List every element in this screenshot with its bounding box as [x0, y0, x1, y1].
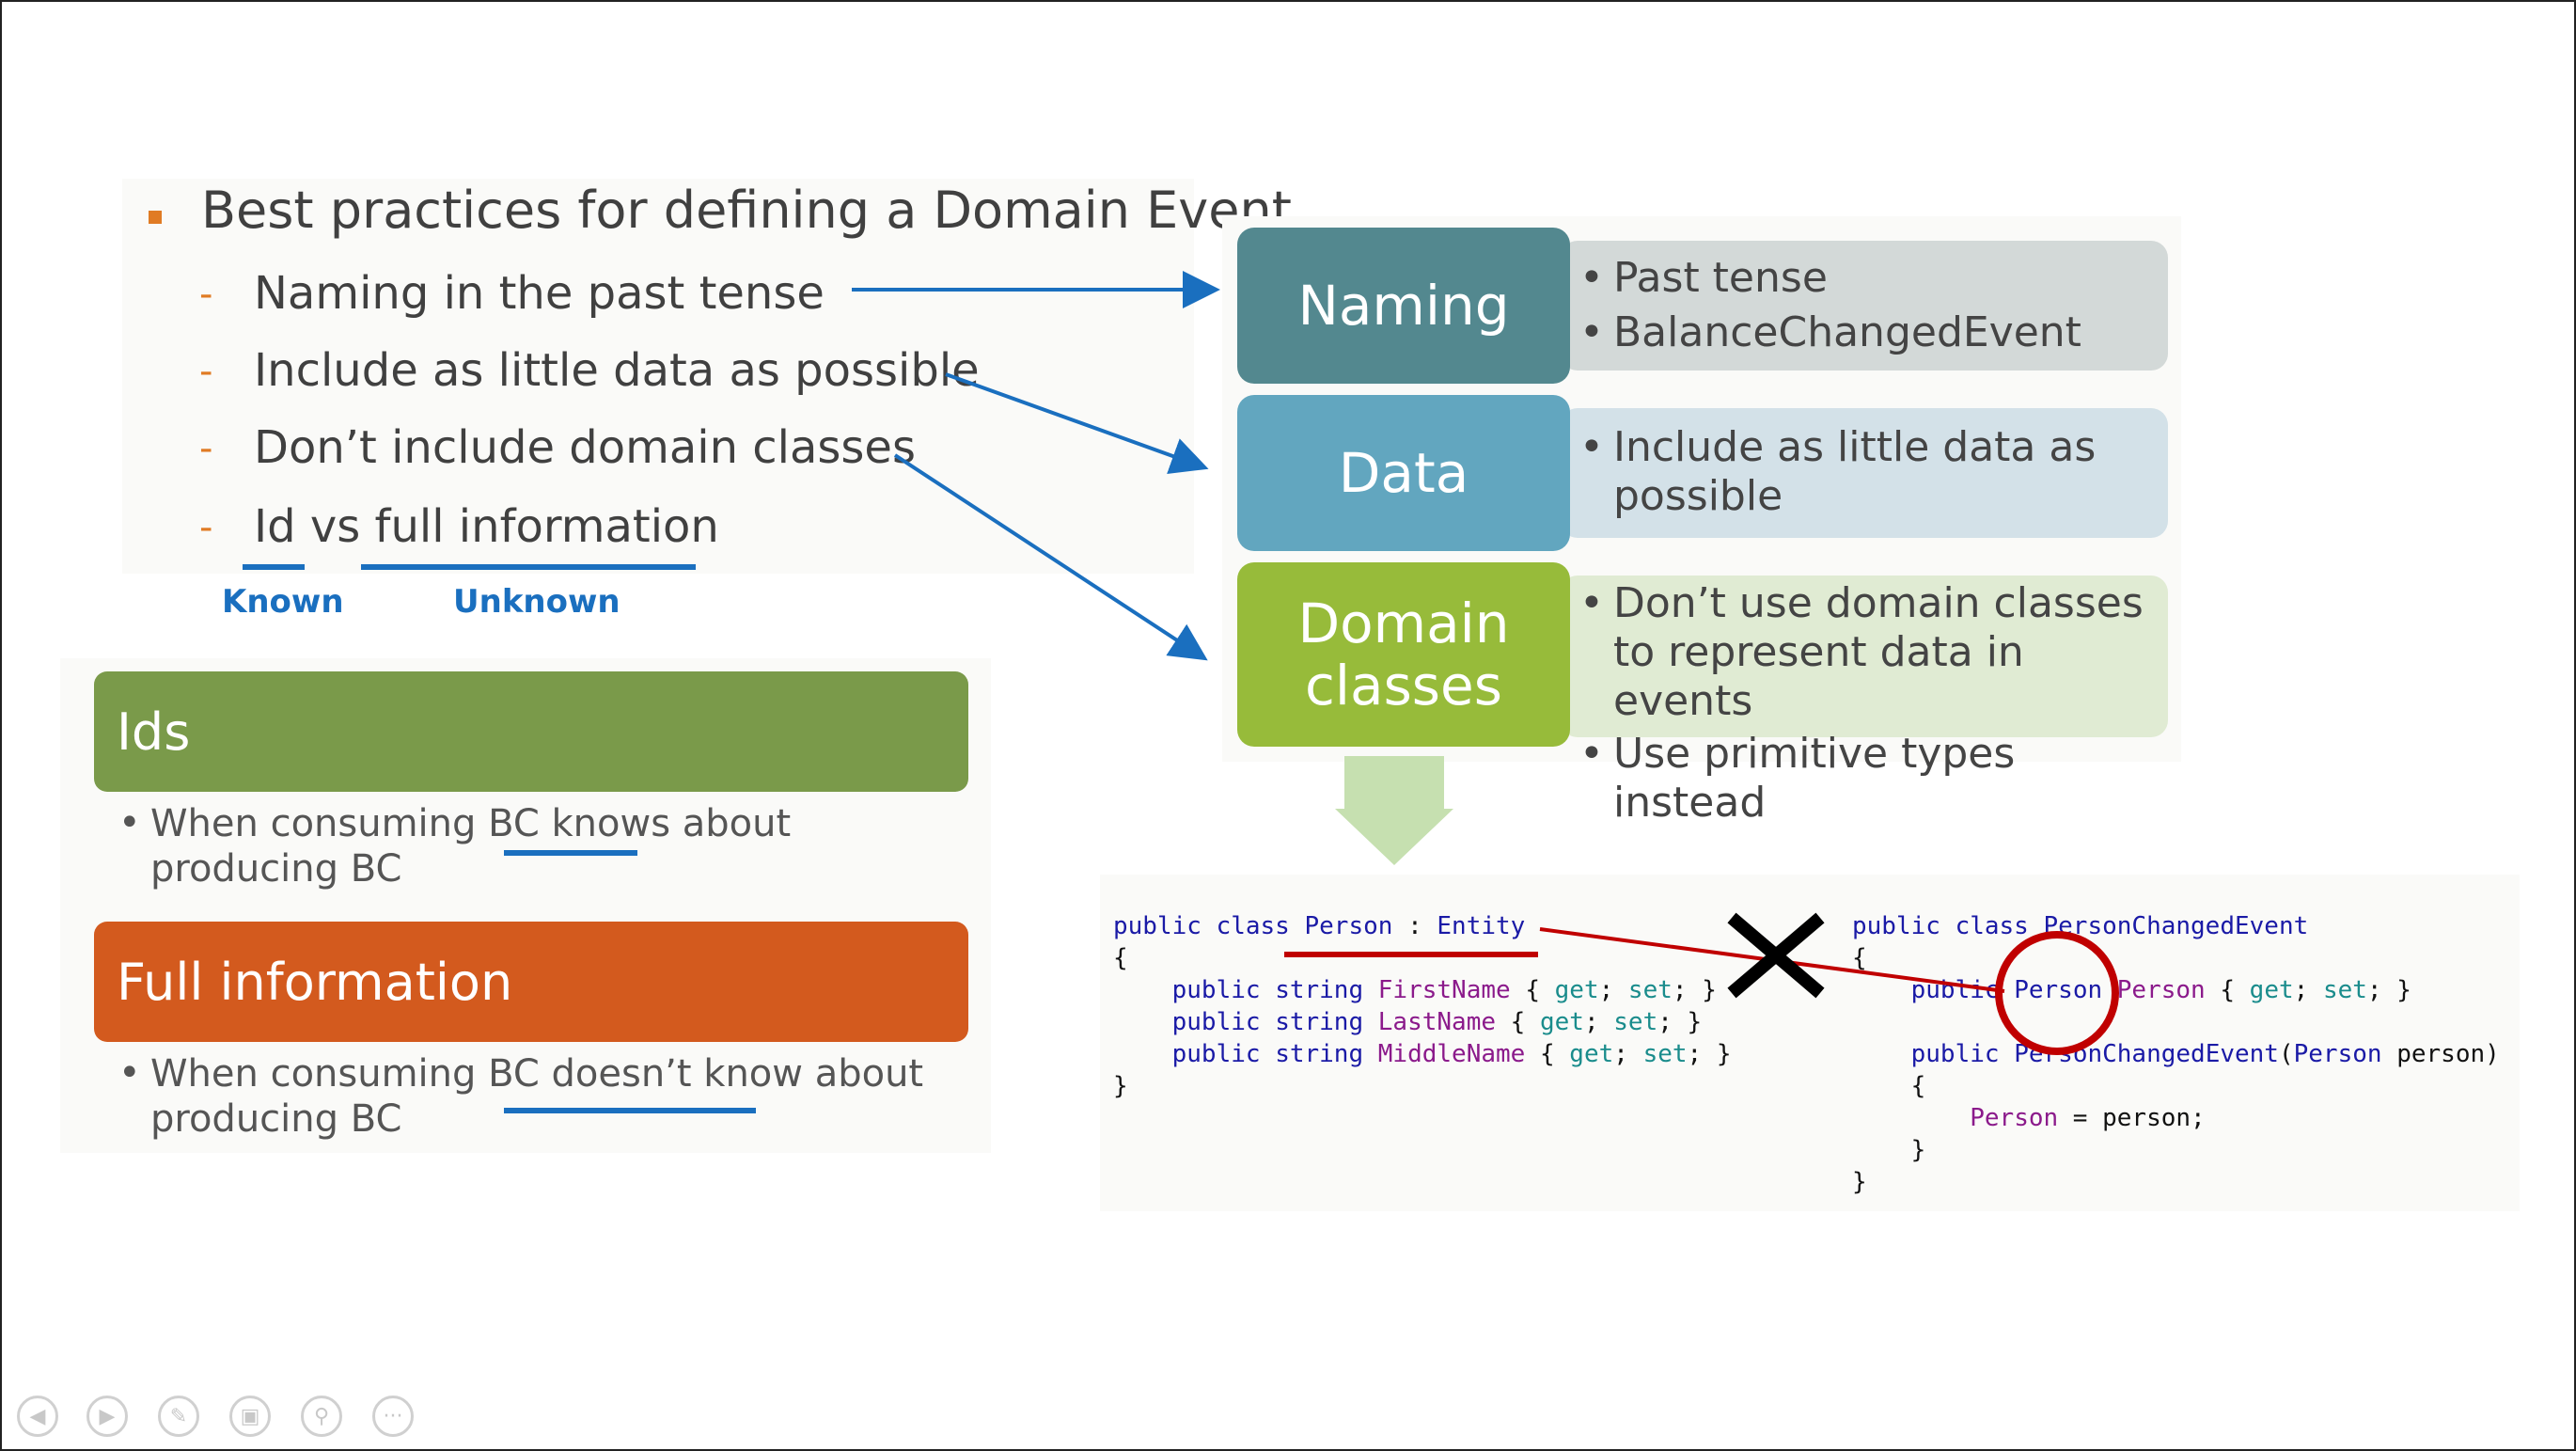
- domain-bullet-2: Use primitive types instead: [1613, 730, 2016, 827]
- dash-marker: -: [199, 273, 213, 316]
- data-desc: •Include as little data as possible: [1561, 408, 2168, 538]
- domain-bullet-1: Don’t use domain classes to represent da…: [1613, 579, 2144, 725]
- dash-marker: -: [199, 350, 213, 393]
- zoom-icon[interactable]: ⚲: [301, 1396, 342, 1437]
- slides-icon[interactable]: ▣: [229, 1396, 271, 1437]
- code-left: public class Person : Entity { public st…: [1113, 912, 1732, 1100]
- unknown-label: Unknown: [453, 583, 620, 621]
- point-domain-classes: Don’t include domain classes: [254, 421, 916, 474]
- point-data: Include as little data as possible: [254, 344, 980, 397]
- highlight-circle: [1995, 931, 2119, 1055]
- x-mark-line2: [1727, 912, 1825, 999]
- data-bullet-1: Include as little data as possible: [1613, 423, 2097, 520]
- point-naming: Naming in the past tense: [254, 267, 825, 320]
- code-right-class: PersonChangedEvent: [2043, 912, 2309, 940]
- dash-marker: -: [199, 427, 213, 470]
- unknown-underline: [361, 564, 696, 570]
- domain-desc: •Don’t use domain classes to represent d…: [1561, 576, 2168, 827]
- full-info-note-bullet: •: [118, 1051, 141, 1095]
- doesnt-know-underline: [504, 1108, 756, 1113]
- bullet-marker: [149, 211, 162, 224]
- data-box: Data: [1237, 395, 1570, 551]
- full-info-header: Full information: [94, 922, 968, 1042]
- point-id-vs-full: Id vs full information: [254, 500, 719, 553]
- arrow-data: [945, 372, 1209, 474]
- naming-box: Naming: [1237, 228, 1570, 384]
- known-label: Known: [222, 583, 344, 621]
- naming-bullet-2: BalanceChangedEvent: [1613, 308, 2081, 356]
- code-left-kw: public class: [1113, 912, 1305, 940]
- known-underline: [243, 564, 305, 570]
- down-arrow: [1335, 756, 1453, 865]
- naming-desc: •Past tense •BalanceChangedEvent: [1561, 241, 2168, 371]
- code-left-class: Person: [1304, 912, 1393, 940]
- pen-icon[interactable]: ✎: [158, 1396, 199, 1437]
- bullet-panel: [122, 179, 1194, 574]
- ids-header: Ids: [94, 671, 968, 792]
- knows-underline: [504, 850, 637, 856]
- arrow-domain: [893, 453, 1208, 661]
- slide-heading: Best practices for defining a Domain Eve…: [201, 181, 1292, 240]
- code-right: public class PersonChangedEvent { public…: [1852, 912, 2500, 1196]
- full-info-note: When consuming BC doesn’t know about pro…: [150, 1052, 924, 1141]
- domain-classes-box: Domain classes: [1237, 562, 1570, 747]
- ids-note: When consuming BC knows about producing …: [150, 802, 792, 891]
- dash-marker: -: [199, 506, 213, 549]
- naming-bullet-1: Past tense: [1613, 254, 1828, 302]
- more-icon[interactable]: ···: [372, 1396, 414, 1437]
- back-icon[interactable]: ◀: [17, 1396, 58, 1437]
- forward-icon[interactable]: ▶: [86, 1396, 128, 1437]
- code-left-base: Entity: [1437, 912, 1526, 940]
- ids-note-bullet: •: [118, 801, 141, 844]
